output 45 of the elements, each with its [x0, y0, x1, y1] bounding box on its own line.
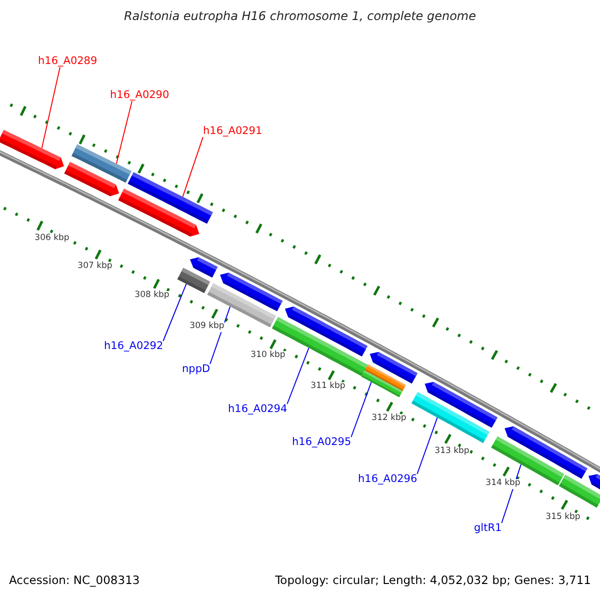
gene-label: nppD [182, 363, 210, 376]
gene-label: h16_A0290 [110, 89, 170, 102]
leader-line [416, 417, 438, 474]
scale-label: 310 kbp [250, 351, 286, 361]
gene-feature [361, 370, 403, 398]
gene-feature [72, 144, 132, 183]
accession-text: Accession: NC_008313 [9, 574, 140, 588]
gene-feature [220, 272, 283, 312]
genome-summary-text: Topology: circular; Length: 4,052,032 bp; Genes: 3,711 [275, 574, 591, 588]
gene-feature [190, 257, 218, 278]
scale-label: 309 kbp [190, 322, 224, 332]
gene-feature [64, 162, 120, 196]
gene-feature [558, 474, 600, 508]
gene-feature [364, 364, 406, 392]
leader-line [286, 347, 310, 404]
scale-label: 312 kbp [372, 414, 406, 424]
scale-label: 311 kbp [310, 382, 346, 392]
title: Ralstonia eutropha H16 chromosome 1, complete genome [122, 10, 478, 24]
gene-feature [272, 316, 368, 376]
scale-label: 314 kbp [486, 479, 520, 489]
gene-feature [118, 188, 200, 237]
gene-label: h16_A0289 [38, 55, 98, 68]
leader-line [116, 100, 132, 164]
gene-label: h16_A0296 [358, 473, 418, 486]
gene-feature [0, 130, 64, 170]
gene-feature [588, 474, 600, 492]
gene-feature [504, 426, 588, 479]
gene-label: h16_A0292 [104, 340, 164, 352]
scale-label: 306 kbp [34, 234, 70, 244]
leader-line [41, 66, 60, 149]
gene-feature [284, 306, 368, 356]
gene-feature [177, 268, 210, 294]
scale-label: 313 kbp [434, 447, 470, 457]
gene-label: gltR1 [474, 522, 502, 534]
gene-feature [424, 382, 498, 428]
scale-label: 307 kbp [78, 262, 112, 272]
gene-label: h16_A0295 [292, 436, 352, 448]
leader-line [182, 136, 204, 198]
gene-feature [370, 352, 418, 384]
gene-feature [411, 392, 490, 444]
scale-label: 315 kbp [546, 513, 580, 523]
gene-feature [128, 172, 213, 224]
scale-label: 308 kbp [134, 291, 170, 301]
gene-label: h16_A0294 [228, 403, 288, 416]
gene-label: h16_A0291 [203, 125, 262, 138]
